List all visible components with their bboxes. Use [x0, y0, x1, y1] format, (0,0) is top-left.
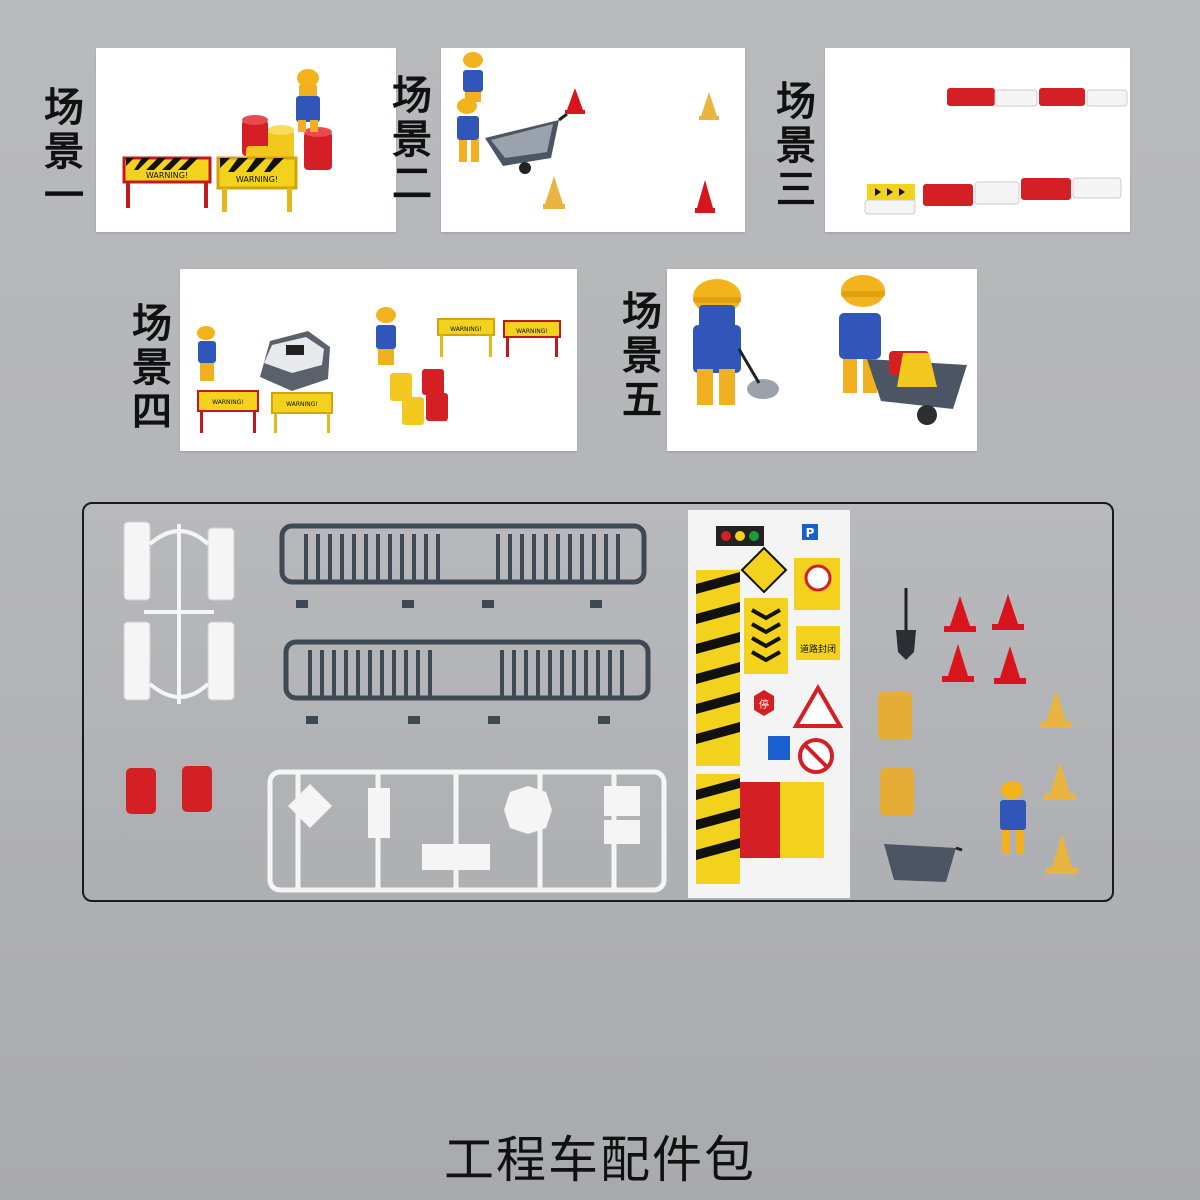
- page-caption: 工程车配件包: [444, 1131, 756, 1189]
- svg-text:WARNING!: WARNING!: [286, 401, 318, 408]
- yellow-cone-icon: [1040, 690, 1078, 874]
- stop-sticker: 停: [759, 698, 769, 711]
- warning-sign-icon: WARNING! WARNING! WARNING! WARNING!: [197, 318, 561, 433]
- scene-4-label: 场 景 四: [132, 301, 172, 435]
- worker-icon: [463, 52, 483, 102]
- barrel-icon: [390, 369, 448, 425]
- shovel-icon: [896, 588, 916, 660]
- wheelbarrow-icon: [867, 351, 967, 425]
- scene-5-label: 场 景 五: [622, 289, 662, 423]
- svg-text:WARNING!: WARNING!: [516, 328, 548, 335]
- scene-2-label: 场 景 二: [392, 73, 432, 207]
- worker-icon: [457, 98, 479, 162]
- sticker-sheet: P 道路封闭 停: [688, 510, 850, 898]
- sign-text: WARNING!: [146, 171, 188, 180]
- worker-icon: [839, 275, 885, 393]
- white-barrier-sprue: [123, 521, 235, 704]
- scene-1-label: 场 景 一: [44, 85, 84, 219]
- scene-4-image: WARNING! WARNING! WARNING! WARNING!: [180, 269, 577, 451]
- red-cone-icon: [942, 594, 1026, 684]
- parking-sticker: P: [806, 526, 815, 540]
- scene-2-image: [441, 48, 745, 232]
- parts-panel: P 道路封闭 停: [82, 502, 1114, 902]
- octagon-platform-icon: [260, 331, 330, 391]
- white-sign-blanks: [288, 784, 640, 870]
- worker-figure: [1000, 781, 1026, 854]
- barrier-icon: [864, 88, 1128, 215]
- worker-icon: [197, 326, 216, 381]
- gray-fence: [279, 523, 651, 724]
- scene-3-label: 场 景 三: [776, 79, 816, 213]
- warning-sign-icon: WARNING! WARNING!: [122, 156, 298, 212]
- parts-panel-lower: [84, 846, 1112, 900]
- scene-5-image: [667, 269, 977, 451]
- scene-1-image: WARNING! WARNING!: [96, 48, 396, 232]
- worker-icon: [693, 279, 779, 405]
- road-closed-sticker: 道路封闭: [800, 643, 836, 655]
- sign-text: WARNING!: [236, 175, 278, 184]
- svg-text:WARNING!: WARNING!: [450, 326, 482, 333]
- scene-3-image: [825, 48, 1130, 232]
- wheelbarrow-icon: [485, 112, 568, 174]
- svg-text:WARNING!: WARNING!: [212, 399, 244, 406]
- white-sign-sprue: [267, 769, 667, 893]
- worker-icon: [296, 69, 320, 132]
- yellow-barrel: [878, 692, 914, 816]
- worker-icon: [376, 307, 396, 365]
- cone-icon: [543, 88, 719, 213]
- red-barrel: [126, 766, 212, 814]
- wheelbarrow-icon: [884, 844, 963, 882]
